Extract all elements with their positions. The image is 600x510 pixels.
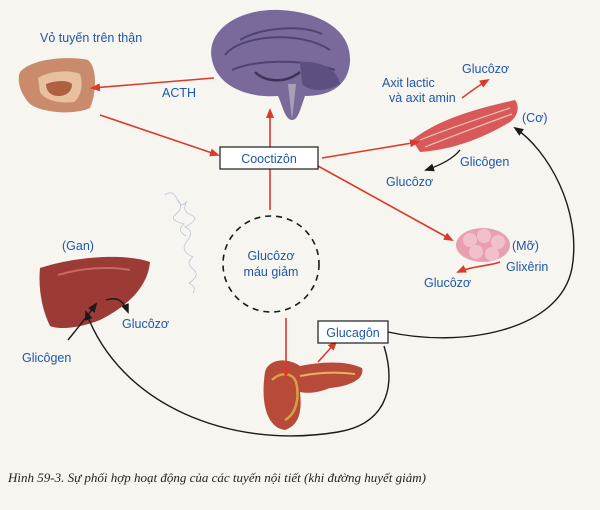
- fat-label: (Mỡ): [512, 239, 539, 253]
- adrenal-gland-icon: [18, 58, 95, 113]
- muscle-label: (Cơ): [522, 111, 548, 125]
- arrow-glucagon-to-liver: [84, 310, 390, 437]
- background-scribble: [164, 192, 197, 294]
- liver-icon: [39, 256, 150, 328]
- liver-label: (Gan): [62, 239, 94, 253]
- arrow-cortisol-to-muscle: [321, 139, 420, 159]
- glucagon-box: [317, 320, 389, 344]
- cortisol-label: Cooctizôn: [241, 152, 297, 166]
- brain-icon: [211, 9, 351, 120]
- feedback-arrows: [67, 126, 575, 437]
- glycogen-liver-label: Glicôgen: [22, 351, 71, 365]
- arrow-brain-to-adrenal: [90, 77, 215, 92]
- arrow-glucagon-to-muscle: [387, 126, 575, 339]
- blood-glucose-line1: Glucôzơ: [247, 249, 294, 263]
- glucose-liver-label: Glucôzơ: [122, 317, 169, 331]
- glucagon-label: Glucagôn: [326, 326, 380, 340]
- amino-acid-label: và axit amin: [389, 91, 456, 105]
- arrow-muscle-glycogen-to-glucose: [424, 149, 461, 172]
- cortisol-box: [219, 146, 319, 170]
- pancreas-icon: [263, 360, 363, 430]
- glucose-muscle-top-label: Glucôzơ: [462, 62, 509, 76]
- arrow-liver-glycogen-to-glucose: [105, 298, 129, 314]
- glycerin-label: Glixêrin: [506, 260, 548, 274]
- fat-tissue-icon: [456, 228, 510, 262]
- glucose-fat-label: Glucôzơ: [424, 276, 471, 290]
- muscle-icon: [412, 100, 518, 152]
- arrow-pancreas-to-glucagon: [317, 340, 338, 363]
- arrow-adrenal-to-cortisol: [99, 114, 220, 157]
- arrow-fat-to-glucose: [456, 261, 501, 273]
- arrow-lactic-to-glucose: [461, 78, 490, 99]
- lactic-acid-label: Axit lactic: [382, 76, 435, 90]
- hormone-arrows: [90, 77, 501, 378]
- figure-caption: Hình 59-3. Sự phối hợp hoạt động của các…: [7, 470, 426, 485]
- glycogen-muscle-label: Glicôgen: [460, 155, 509, 169]
- arrow-liver-glycogen-curve: [67, 302, 98, 341]
- blood-glucose-circle: [222, 215, 320, 313]
- blood-glucose-line2: máu giảm: [244, 265, 299, 279]
- glucose-muscle-bottom-label: Glucôzơ: [386, 175, 433, 189]
- adrenal-cortex-label: Vỏ tuyến trên thận: [40, 31, 142, 45]
- arrow-cortisol-to-fat: [317, 165, 454, 241]
- acth-label: ACTH: [162, 86, 196, 100]
